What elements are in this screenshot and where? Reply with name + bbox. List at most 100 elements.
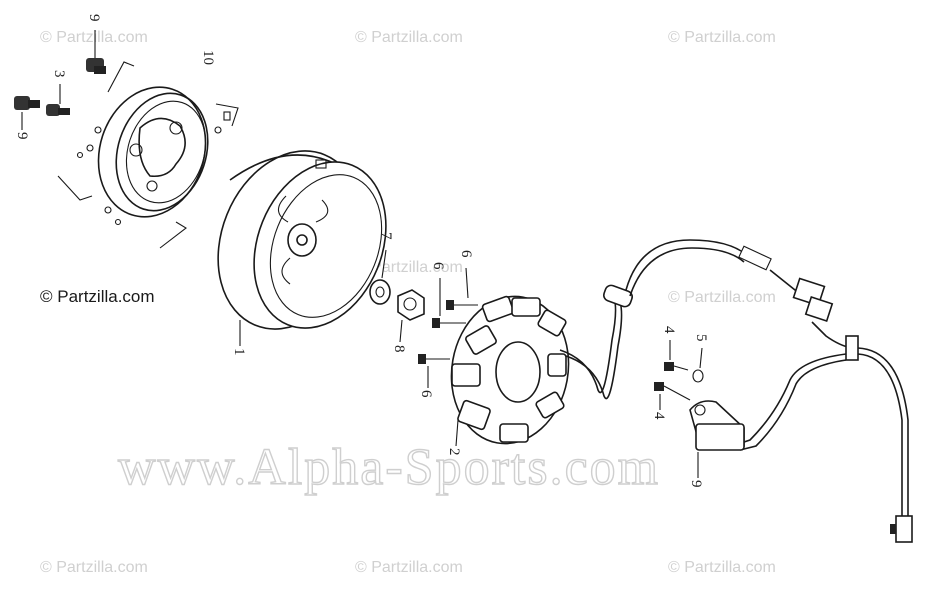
callout-5: 5	[693, 334, 709, 342]
nut-icon	[397, 289, 425, 321]
callout-3: 9	[688, 480, 704, 488]
bolt-group-top-left	[14, 30, 106, 130]
rotor-cam	[138, 117, 186, 178]
wire	[739, 359, 847, 451]
partzilla-watermark: © Partzilla.com	[668, 289, 776, 306]
alpha-sports-watermark: www.Alpha-Sports.com	[118, 439, 660, 496]
watermark-layer: © Partzilla.com © Partzilla.com © Partzi…	[40, 29, 776, 576]
callout-6: 6	[418, 390, 434, 398]
pickup-hole	[694, 404, 706, 416]
partzilla-watermark: © Partzilla.com	[355, 559, 463, 576]
pin	[86, 144, 94, 152]
wire-clip	[845, 335, 859, 361]
screw-icon	[418, 354, 450, 364]
rotor-plate-inner	[125, 100, 207, 204]
callout-7: 7	[378, 232, 394, 240]
wire	[625, 239, 749, 291]
leader-line	[455, 419, 459, 447]
screw-icon	[654, 382, 691, 401]
pin	[114, 218, 122, 226]
callout-9: 9	[14, 132, 30, 140]
coil	[537, 309, 567, 337]
callout-6: 6	[458, 250, 474, 258]
bracket-line	[107, 61, 135, 93]
coil	[457, 399, 491, 431]
flywheel-inner	[269, 174, 383, 318]
pin	[76, 151, 84, 159]
connector-icon	[804, 296, 834, 322]
partzilla-watermark: © Partzilla.com	[355, 259, 463, 276]
wire	[737, 353, 847, 445]
stator-screws	[418, 267, 478, 388]
pin	[214, 126, 222, 134]
callout-6: 6	[430, 262, 446, 270]
coil	[451, 363, 481, 387]
partzilla-watermark: © Partzilla.com	[40, 559, 148, 576]
rotor-plate-rim	[97, 86, 207, 218]
connector-pin	[890, 524, 896, 534]
pickup-body	[695, 423, 745, 451]
screw-icon	[432, 318, 466, 328]
partzilla-watermark: © Partzilla.com	[40, 29, 148, 46]
rotor-plate-assembly	[57, 61, 239, 249]
flywheel-spoke	[281, 257, 291, 285]
bracket-line	[57, 175, 93, 201]
wire	[857, 347, 909, 516]
washer-hole	[375, 286, 385, 298]
flywheel-hub	[287, 223, 317, 257]
screw-icon	[664, 362, 689, 371]
grommet	[602, 284, 634, 308]
rotor-plate-face	[115, 92, 209, 212]
callout-4: 4	[651, 412, 667, 420]
wiring-harness	[559, 239, 913, 543]
leader-line	[381, 249, 387, 279]
nut-hole	[403, 297, 417, 311]
bracket-line	[159, 221, 187, 249]
flywheel-center	[296, 234, 308, 246]
pickup-coil	[654, 340, 745, 478]
washer-icon	[369, 279, 391, 305]
coil	[511, 297, 541, 317]
leader-line	[699, 347, 703, 369]
wire	[857, 353, 903, 516]
plate-hole	[169, 121, 183, 135]
leader-line	[399, 319, 403, 343]
flywheel-notch	[315, 159, 327, 169]
flywheel	[217, 150, 387, 346]
coil	[481, 295, 515, 323]
pin	[223, 111, 231, 121]
stator-center	[495, 341, 541, 403]
partzilla-watermark: © Partzilla.com	[668, 559, 776, 576]
wire	[629, 247, 745, 297]
wire	[769, 269, 801, 295]
partzilla-watermark-dark: © Partzilla.com	[40, 287, 155, 306]
callout-8: 8	[391, 345, 407, 353]
callout-labels: 9 3 9 10 1 7 8 6 6 6 2 4 5 4 9	[14, 14, 709, 488]
stator-coils	[451, 295, 567, 443]
callout-2: 2	[446, 448, 462, 456]
plate-hole	[129, 143, 143, 157]
flywheel-spoke	[315, 199, 329, 223]
partzilla-watermark: © Partzilla.com	[355, 29, 463, 46]
callout-10: 10	[200, 50, 216, 65]
stator	[450, 295, 570, 447]
pin	[94, 126, 102, 134]
pin	[104, 206, 112, 214]
leader-line	[465, 267, 469, 299]
connector-icon	[895, 515, 913, 543]
callout-3: 3	[51, 70, 67, 78]
coil	[465, 325, 497, 355]
bolt-icon	[46, 104, 70, 116]
partzilla-watermark: © Partzilla.com	[668, 29, 776, 46]
bolt-icon	[86, 58, 106, 74]
coil	[535, 391, 565, 419]
screw-icon	[446, 300, 478, 310]
plate-hole	[146, 180, 158, 192]
coil	[547, 353, 567, 377]
callout-9: 9	[86, 14, 102, 22]
callout-4: 4	[661, 326, 677, 334]
wire	[565, 293, 623, 400]
wire-band	[738, 245, 772, 271]
